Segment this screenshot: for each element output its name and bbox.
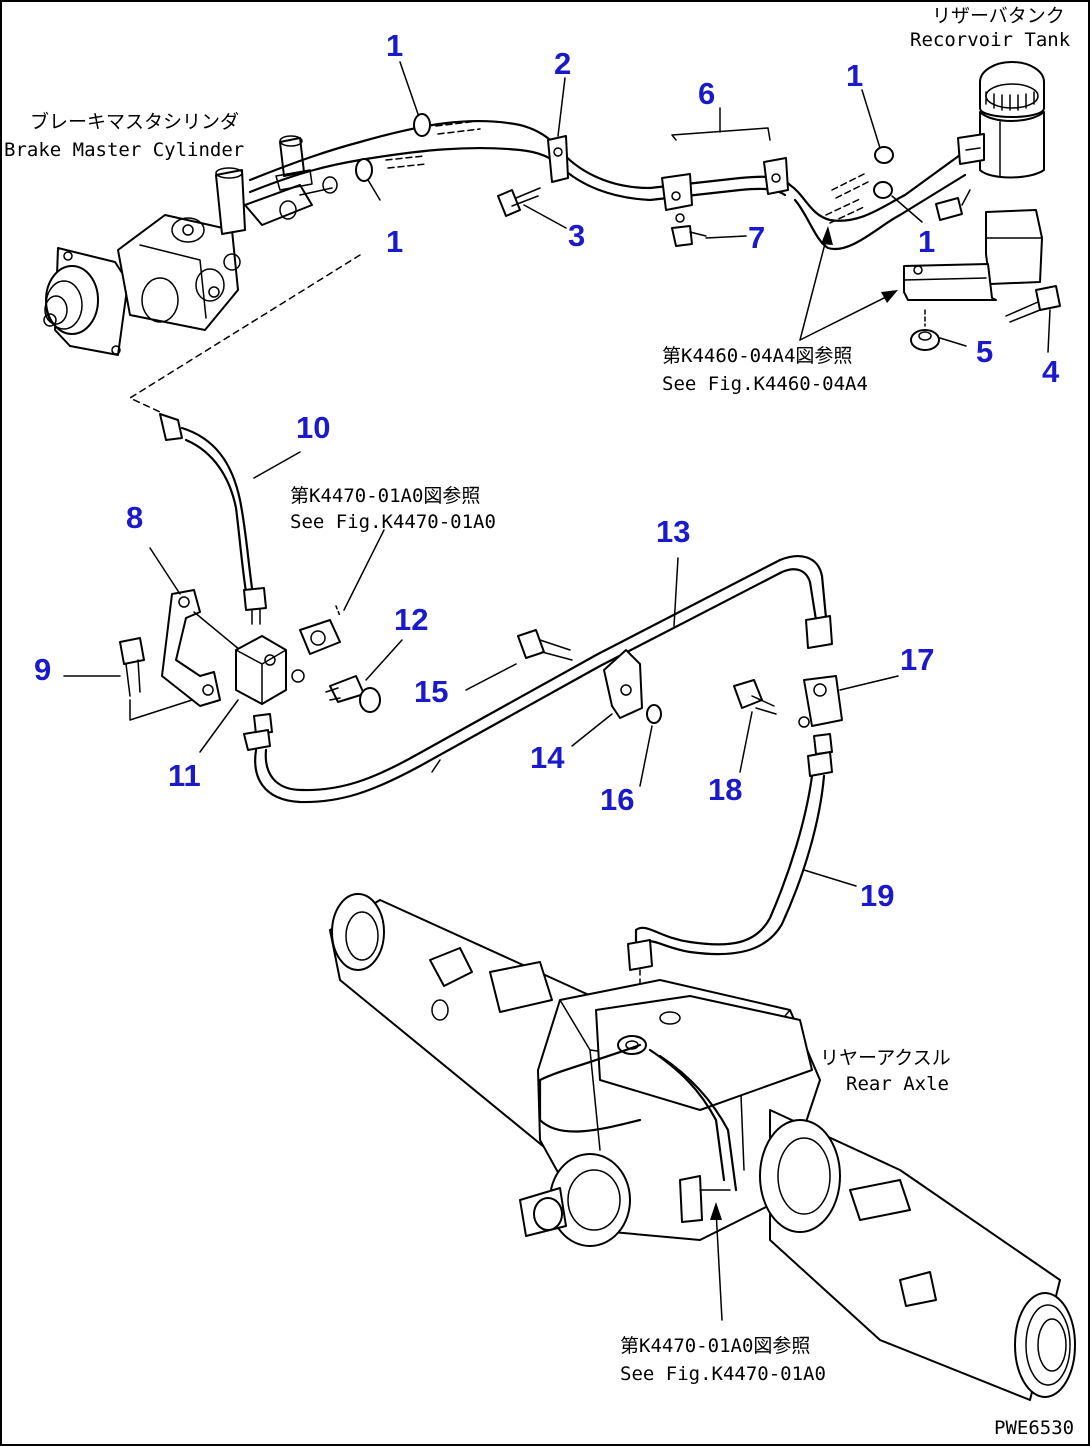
junction-block-11 [235,635,287,735]
callout-6: 6 [698,76,715,111]
ref-arrows-a [799,226,898,341]
bolt-3 [497,187,541,217]
ref-c-label-en: See Fig.K4470-01A0 [620,1363,826,1385]
bolt-15 [517,629,573,661]
ref-a-label-en: See Fig.K4460-04A4 [662,373,868,395]
fitting-12 [291,605,381,713]
washer-16 [646,704,662,724]
callout-3: 3 [568,218,585,253]
leader-dashed-master [129,254,361,413]
grommet-1a [413,113,431,137]
drawing-number: PWE6530 [994,1417,1074,1439]
reservoir-tank-label-en: Recorvoir Tank [910,29,1071,51]
callout-9: 9 [34,652,51,687]
bolt-4 [1005,285,1061,323]
callout-17: 17 [900,642,934,677]
reservoir-tank [935,61,1045,221]
ref-a-label-jp: 第K4460-04A4図参照 [662,345,852,367]
tube-13 [243,555,833,804]
connector-17 [798,675,843,755]
rear-axle-label-jp: リヤーアクスル [820,1047,951,1069]
callout-13: 13 [656,514,690,549]
callout-19: 19 [860,878,894,913]
callout-16: 16 [600,782,634,817]
ref-c-label-jp: 第K4470-01A0図参照 [620,1335,810,1357]
callout-1b: 1 [386,224,403,259]
callout-2: 2 [554,46,571,81]
hose-10 [159,413,267,625]
callout-12: 12 [394,602,428,637]
text-labels: リザーバタンク Recorvoir Tank ブレーキマスタシリンダ Brake… [4,5,1074,1439]
rear-axle-label-en: Rear Axle [846,1073,949,1095]
upper-brake-tubes [248,113,967,251]
callout-numbers: 1 1 1 1 2 3 4 5 6 7 8 9 10 11 12 13 14 1… [34,28,1060,913]
callout-leaders [63,61,1051,887]
callout-18: 18 [708,772,742,807]
reservoir-tank-label-jp: リザーバタンク [932,5,1065,27]
grommet-1b [355,158,373,182]
ref-arrow-b [710,1202,723,1321]
callout-10: 10 [296,410,330,445]
clamps-6 [661,157,789,211]
bolt-18 [733,679,777,715]
callout-14: 14 [530,740,565,775]
ref-b-label-jp: 第K4470-01A0図参照 [290,485,480,507]
ref-b-label-en: See Fig.K4470-01A0 [290,511,496,533]
callout-11: 11 [168,758,201,793]
brake-master-cylinder [43,135,338,356]
clamp-2 [547,135,569,183]
grommet-1d [873,181,893,199]
rear-axle [329,893,1076,1401]
grommet-1c [874,146,894,164]
callout-1a: 1 [386,28,403,63]
callout-5: 5 [976,334,993,369]
callout-8: 8 [126,500,143,535]
brake-master-label-en: Brake Master Cylinder [4,139,244,161]
clamp-14 [603,649,643,719]
callout-4: 4 [1042,354,1060,389]
brake-master-label-jp: ブレーキマスタシリンダ [30,110,239,133]
callout-1d: 1 [918,224,935,259]
bolt-7 [671,213,707,247]
bracket-8 [161,589,241,707]
callout-1c: 1 [846,58,863,93]
tank-bracket [903,209,1043,301]
callout-15: 15 [414,674,448,709]
callout-7: 7 [748,220,765,255]
nut-5 [910,309,940,351]
bolt-9 [119,637,193,721]
